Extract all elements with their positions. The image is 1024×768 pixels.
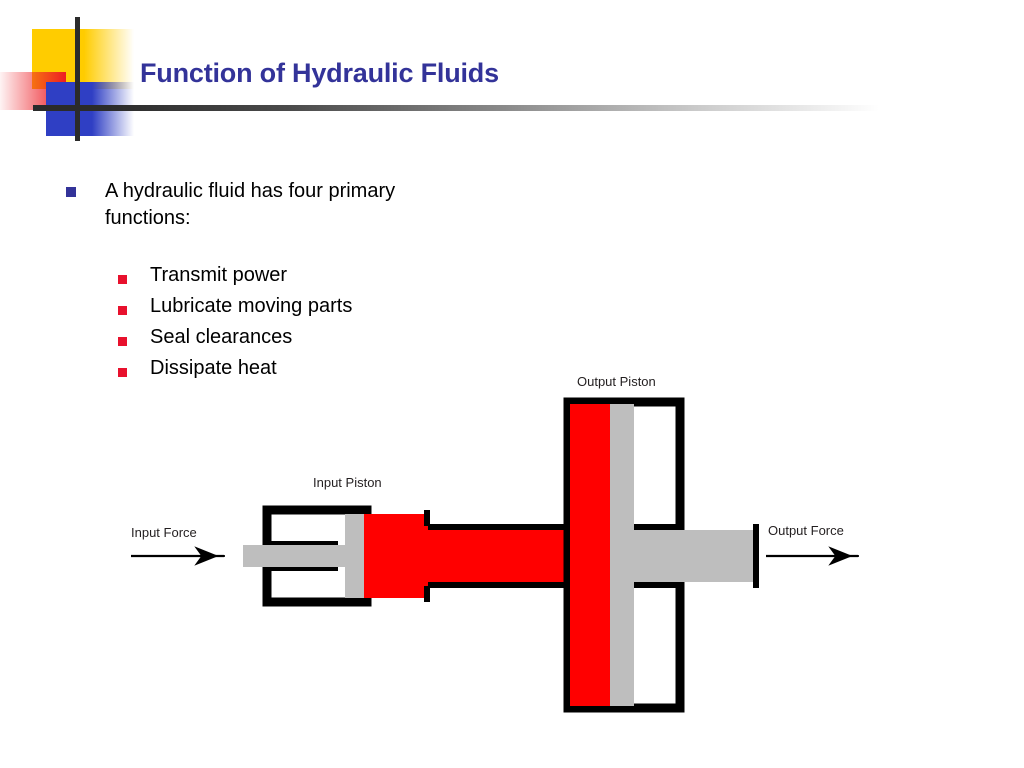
input-chamber-divider-top	[271, 541, 338, 546]
input-fluid-region	[362, 510, 570, 602]
lead-bullet-text: A hydraulic fluid has four primary funct…	[105, 180, 396, 229]
output-fluid-region	[570, 404, 612, 706]
input-chamber-divider-bottom	[271, 566, 338, 571]
bullet-square-icon	[118, 306, 127, 315]
output-piston-label: Output Piston	[577, 374, 656, 389]
input-piston-label: Input Piston	[313, 475, 382, 490]
bullet-square-icon	[118, 337, 127, 346]
output-cylinder-body	[563, 397, 685, 713]
list-item-label: Dissipate heat	[150, 357, 277, 379]
logo-yellow-gradient	[84, 29, 134, 89]
bullet-square-icon	[66, 187, 76, 197]
list-item-label: Transmit power	[150, 264, 288, 286]
bullet-square-icon	[118, 275, 127, 284]
title-divider-rule	[33, 105, 879, 111]
list-item-label: Lubricate moving parts	[150, 295, 353, 317]
input-cylinder-body	[262, 505, 372, 607]
list-item-label: Seal clearances	[150, 326, 293, 348]
logo-vertical-rule	[75, 17, 80, 141]
output-piston	[610, 404, 759, 706]
page-title: Function of Hydraulic Fluids	[140, 58, 499, 88]
bullet-square-icon	[118, 368, 127, 377]
input-piston	[243, 514, 364, 598]
output-force-label: Output Force	[768, 523, 844, 538]
input-force-label: Input Force	[131, 525, 197, 540]
